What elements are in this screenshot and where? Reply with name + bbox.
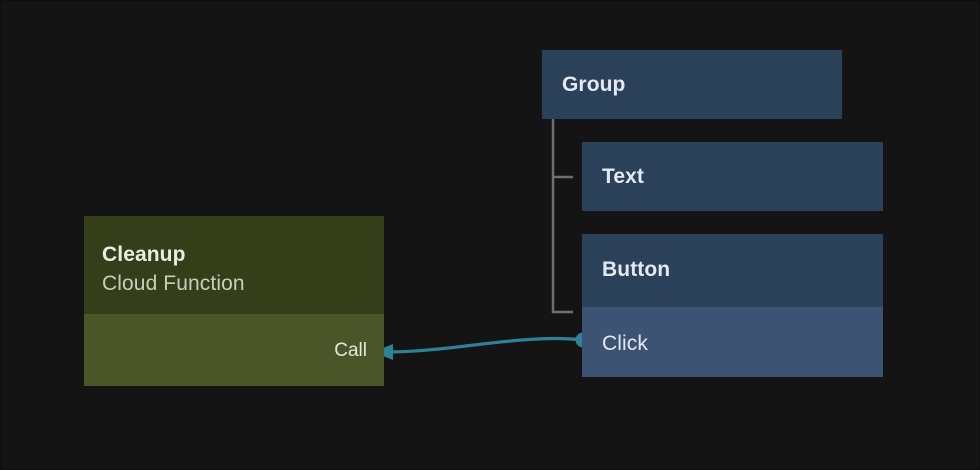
node-button-event-row[interactable] [582,307,883,377]
connector-path [377,336,585,354]
node-button-click-port[interactable]: Click [602,332,648,355]
node-cleanup-header [84,216,384,314]
node-button-header [582,234,883,307]
node-button[interactable]: Button Click [582,234,883,377]
node-button-title: Button [602,258,671,281]
node-text-title: Text [602,165,645,188]
node-group[interactable]: Group [542,50,842,119]
node-cleanup-subtitle: Cloud Function [102,272,245,295]
node-cleanup-body [84,314,384,386]
node-cleanup-call-port[interactable]: Call [334,340,367,361]
node-cleanup-title: Cleanup [102,243,186,266]
node-cleanup[interactable]: Cleanup Cloud Function Call [84,216,384,386]
node-text[interactable]: Text [582,142,883,211]
node-group-title: Group [562,73,626,96]
